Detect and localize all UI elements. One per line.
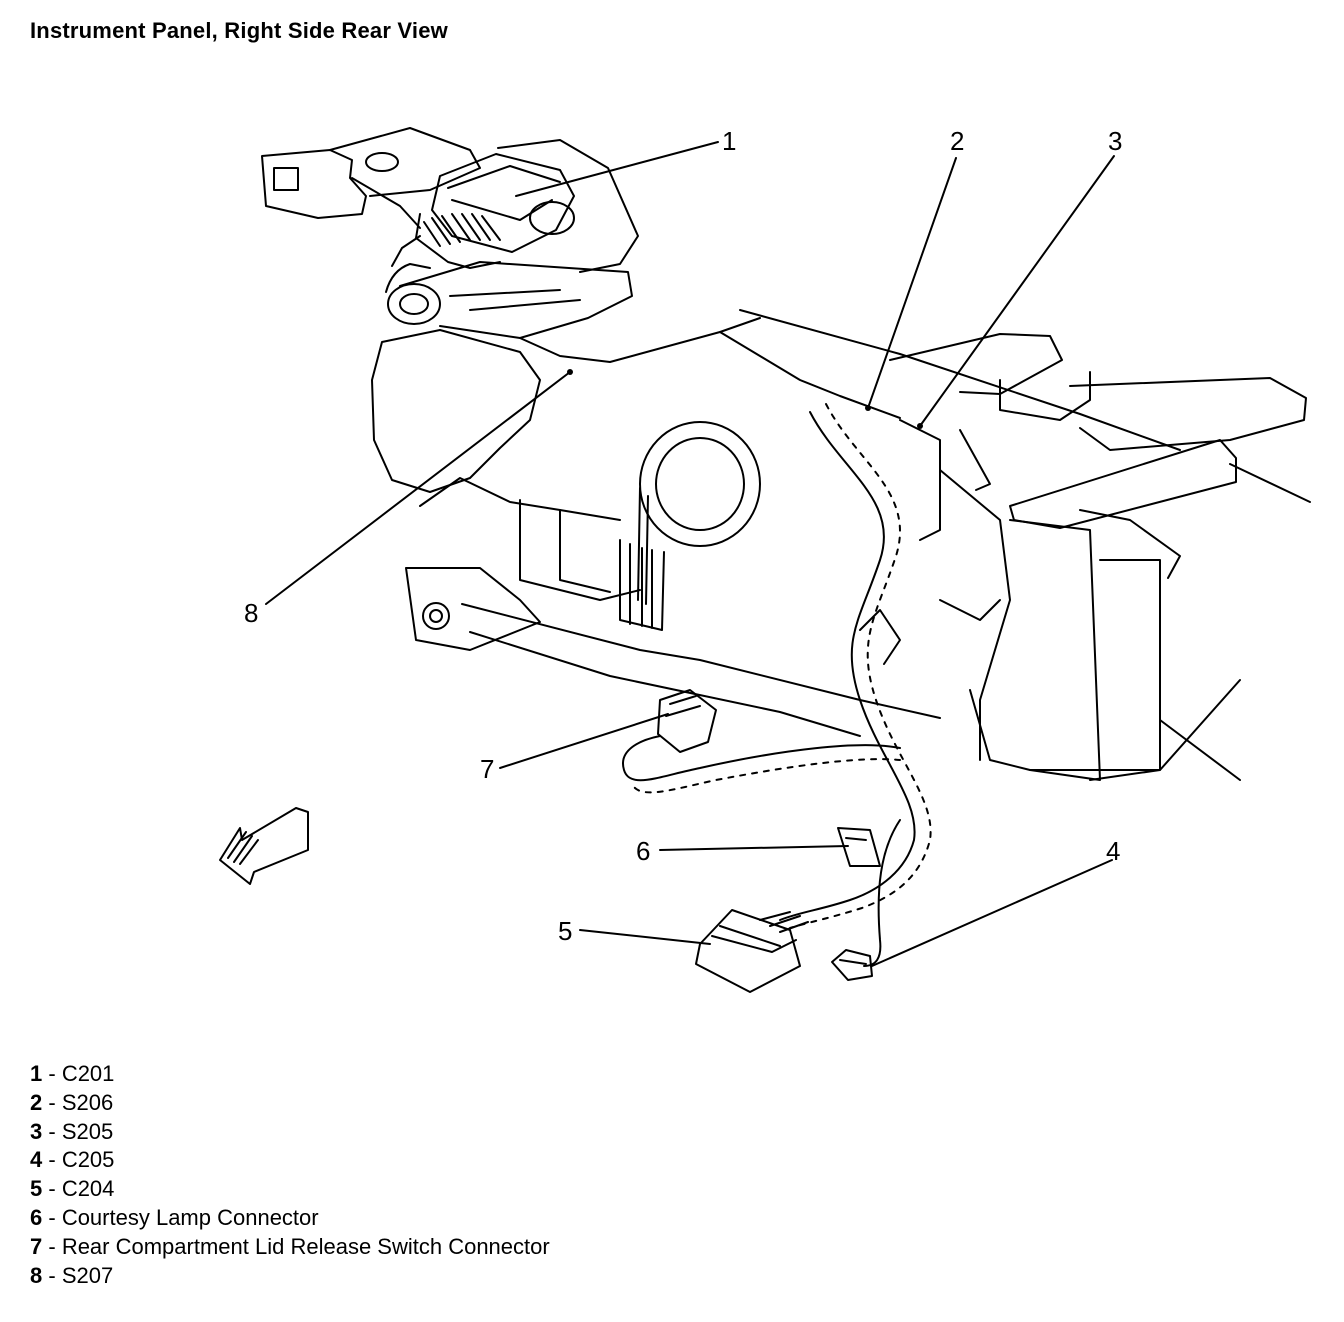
- legend-item: 2 - S206: [30, 1089, 114, 1115]
- callout-4: 4: [1106, 836, 1120, 866]
- leader-lines: [265, 141, 1115, 967]
- c7-connector: [657, 689, 717, 753]
- c204-connector: [695, 909, 809, 993]
- legend-item: 3 - S205: [30, 1118, 114, 1144]
- front-arrow-icon: [219, 807, 309, 885]
- s206-splice-dot: [865, 405, 871, 411]
- s207-splice-dot: [567, 369, 573, 375]
- legend-item: 1 - C201: [30, 1061, 115, 1086]
- s205-splice-dot: [917, 423, 923, 429]
- legend-item: 7 - Rear Compartment Lid Release Switch …: [30, 1233, 550, 1259]
- legend-item: 4 - C205: [30, 1147, 115, 1173]
- legend-item: 6 - Courtesy Lamp Connector: [30, 1204, 319, 1230]
- callout-5: 5: [558, 916, 572, 946]
- lower-housing: [371, 329, 1241, 781]
- diagram-title: Instrument Panel, Right Side Rear View: [30, 18, 448, 43]
- callout-6: 6: [636, 836, 650, 866]
- callout-7: 7: [480, 754, 494, 784]
- c201-connector: [385, 139, 639, 293]
- courtesy-lamp-connector: [837, 827, 881, 867]
- legend-item: 8 - S207: [30, 1262, 114, 1288]
- instrument-panel-illustration: 1 2 3 4 5 6 7 8: [219, 126, 1311, 993]
- callout-3: 3: [1108, 126, 1122, 156]
- instrument-panel-beam: [387, 261, 1311, 579]
- legend-item: 5 - C204: [30, 1176, 115, 1202]
- callout-8: 8: [244, 598, 258, 628]
- wiring-harness: [622, 403, 932, 967]
- callout-2: 2: [950, 126, 964, 156]
- mounting-bracket: [261, 127, 481, 229]
- callout-1: 1: [722, 126, 736, 156]
- legend: 1 - C201 2 - S206 3 - S205 4 - C205 5 - …: [30, 1060, 550, 1290]
